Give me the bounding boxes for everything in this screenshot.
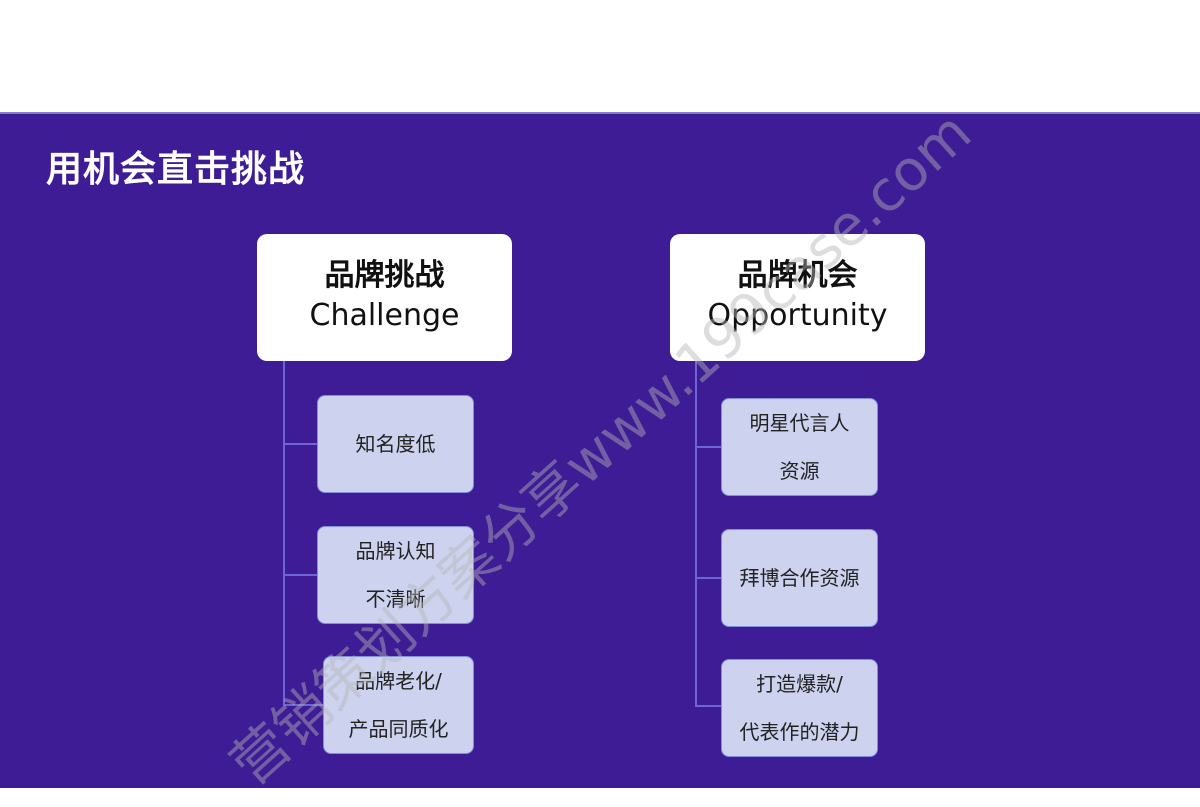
opportunity-item: 拜博合作资源 [721, 529, 878, 627]
opportunity-title-en: Opportunity [707, 298, 888, 333]
challenge-connector [283, 443, 317, 445]
challenge-item: 品牌老化/ 产品同质化 [323, 656, 474, 754]
slide-title: 用机会直击挑战 [46, 149, 306, 190]
opportunity-connector [695, 446, 721, 448]
challenge-connector-trunk [283, 361, 285, 706]
opportunity-title-cn: 品牌机会 [737, 258, 858, 293]
challenge-header-box: 品牌挑战 Challenge [257, 234, 512, 361]
challenge-connector [283, 704, 323, 706]
challenge-title-cn: 品牌挑战 [324, 258, 445, 293]
opportunity-item: 打造爆款/ 代表作的潜力 [721, 659, 878, 757]
opportunity-connector [695, 577, 721, 579]
slide-background [0, 112, 1200, 788]
opportunity-item: 明星代言人 资源 [721, 398, 878, 496]
opportunity-connector-trunk [695, 361, 697, 707]
challenge-connector [283, 574, 317, 576]
opportunity-connector [695, 705, 721, 707]
challenge-item: 品牌认知 不清晰 [317, 526, 474, 624]
challenge-item: 知名度低 [317, 395, 474, 493]
opportunity-header-box: 品牌机会 Opportunity [670, 234, 925, 361]
challenge-title-en: Challenge [309, 298, 460, 333]
